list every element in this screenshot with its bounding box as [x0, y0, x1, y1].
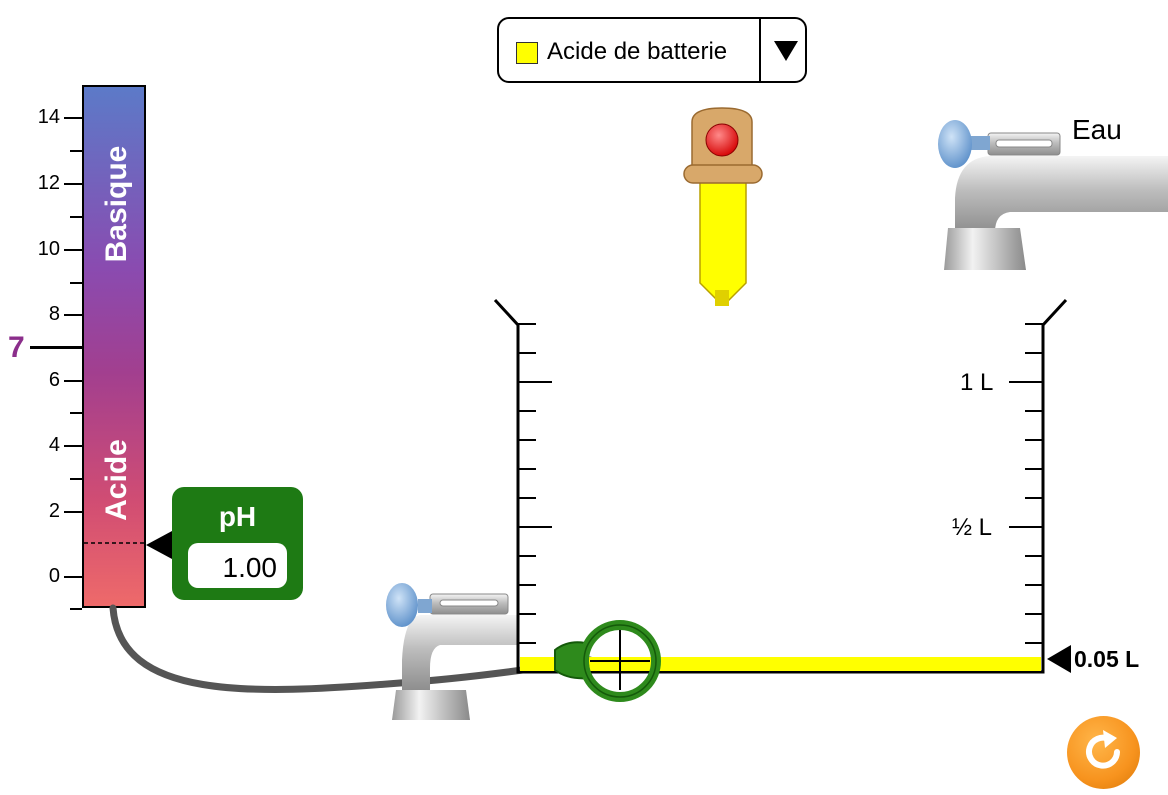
water-faucet[interactable]: [938, 120, 1168, 270]
solute-color-swatch: [516, 42, 538, 64]
beaker: [493, 298, 1068, 674]
ph-tick-label: 0: [48, 565, 60, 587]
drain-faucet[interactable]: [386, 583, 518, 720]
tick: [64, 380, 82, 382]
tick: [64, 183, 82, 185]
tick: [70, 216, 82, 218]
water-faucet-label: Eau: [1072, 114, 1122, 145]
tick: [70, 608, 82, 610]
drain-faucet-knob-icon[interactable]: [386, 583, 418, 627]
tick: [64, 511, 82, 513]
neutral-tick: [30, 346, 82, 349]
volume-readout: 0.05 L: [1074, 646, 1140, 672]
ph-tick-label: 6: [48, 369, 60, 391]
ph-indicator-line: [84, 542, 146, 544]
tick: [64, 445, 82, 447]
tick: [70, 282, 82, 284]
tick: [64, 117, 82, 119]
dropdown-toggle[interactable]: [759, 19, 809, 81]
tick: [64, 249, 82, 251]
ph-pointer-icon: [146, 531, 172, 559]
ph-scale-bar: Basique Acide: [82, 85, 146, 608]
ph-tick-label: 4: [48, 434, 60, 456]
tick: [64, 314, 82, 316]
ph-probe[interactable]: [554, 620, 661, 702]
ph-tick-label: 2: [48, 500, 60, 522]
ph-tick-label: 14: [37, 106, 60, 128]
ph-meter: pH 1.00: [172, 487, 303, 600]
ph-tick-label: 8: [48, 303, 60, 325]
solute-selected-label: Acide de batterie: [547, 38, 728, 65]
beaker-liquid: [520, 657, 1041, 671]
ph-value-box: 1.00: [188, 543, 287, 588]
volume-pointer-icon: [1047, 645, 1071, 673]
chevron-down-icon: [774, 41, 798, 61]
solute-dropdown[interactable]: Acide de batterie: [497, 17, 807, 83]
tick: [64, 576, 82, 578]
ph-meter-title: pH: [218, 501, 257, 532]
reset-button[interactable]: [1067, 716, 1140, 789]
ph-neutral-label: 7: [8, 331, 25, 364]
tick: [70, 150, 82, 152]
water-faucet-knob-icon[interactable]: [938, 120, 972, 168]
ph-value: 1.00: [222, 552, 278, 583]
reset-icon: [1086, 730, 1120, 769]
beaker-mark-half-l: ½ L: [952, 514, 993, 541]
ph-tick-label: 10: [37, 238, 60, 260]
tick: [70, 478, 82, 480]
beaker-mark-1l: 1 L: [960, 369, 994, 396]
ph-tick-label: 12: [37, 172, 60, 194]
dropper-icon[interactable]: [683, 107, 763, 306]
tick: [70, 412, 82, 414]
